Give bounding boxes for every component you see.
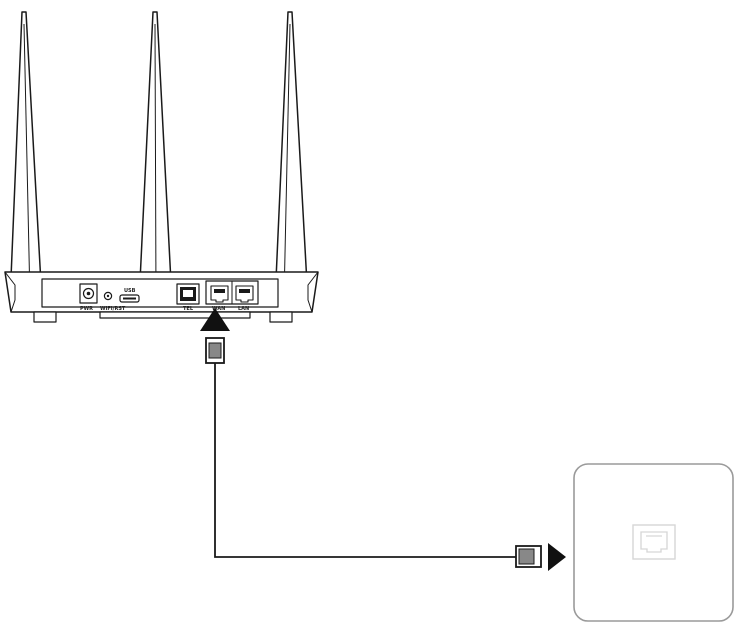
tel-port-contacts (183, 290, 193, 297)
router-labels: PWR WIFI/RST USB TEL WAN LAN (80, 288, 249, 312)
tel-label: TEL (183, 306, 194, 312)
cable-line (214, 362, 517, 558)
router-body-left-edge (4, 271, 16, 313)
antenna-left (9, 11, 43, 303)
usb-label: USB (124, 288, 136, 294)
wan-port (210, 285, 229, 303)
lan-port (235, 285, 254, 303)
wifi-reset-label: WIFI/RST (100, 306, 126, 312)
cable-plug-router (205, 337, 225, 364)
router-body-right-edge (307, 271, 319, 313)
usb-port-tongue (123, 297, 136, 300)
wall-ethernet-socket (573, 463, 734, 622)
lan-port-pins (239, 289, 250, 293)
ethernet-cable (200, 308, 566, 571)
wifi-reset-button-dot (106, 294, 110, 298)
antenna-middle-ridge (154, 23, 157, 301)
antenna-right-ridge (283, 23, 291, 301)
wan-port-pins (214, 289, 225, 293)
arrow-up-to-wan-icon (200, 308, 230, 331)
router-foot-left (33, 311, 57, 323)
router-base-strip (99, 311, 251, 319)
arrow-right-to-socket-icon (548, 543, 566, 571)
pwr-label: PWR (80, 306, 93, 312)
cable-plug-wall (515, 545, 542, 568)
router (4, 11, 319, 323)
lan-label: LAN (238, 306, 249, 312)
antenna-right (274, 11, 309, 303)
router-foot-right (269, 311, 293, 323)
antenna-left-ridge (23, 23, 31, 301)
wan-label: WAN (212, 306, 225, 312)
power-jack-pin (86, 291, 91, 296)
wall-port-opening (640, 531, 668, 553)
